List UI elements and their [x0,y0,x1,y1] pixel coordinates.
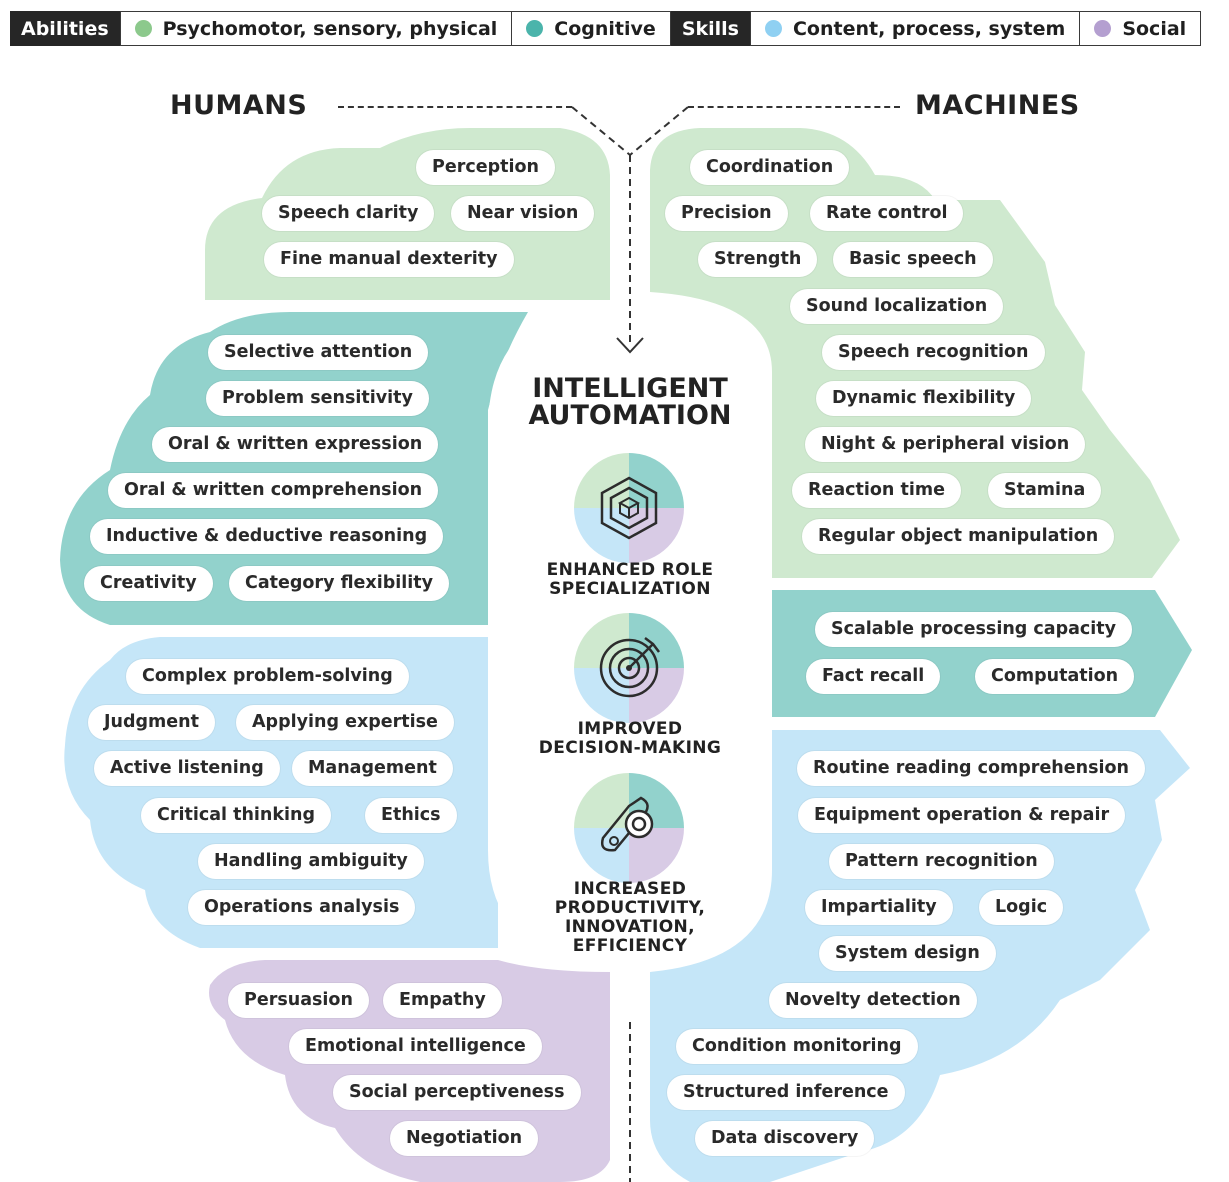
machine-content-pill: Equipment operation & repair [798,798,1126,833]
human-physical-pill: Near vision [451,196,595,231]
social-dot-icon [1094,20,1112,37]
legend-skills-label: Skills [670,11,750,46]
legend-content: Content, process, system [749,11,1081,46]
legend-content-label: Content, process, system [792,17,1066,40]
machine-content-pill: Condition monitoring [676,1029,918,1064]
machine-physical-pill: Coordination [690,150,850,185]
benefit-specialization: ENHANCED ROLE SPECIALIZATION [496,561,764,599]
benefit-decision-making: IMPROVED DECISION-MAKING [496,720,764,758]
machine-content-pill: Data discovery [695,1121,875,1156]
human-content-pill: Critical thinking [141,798,332,833]
human-physical-pill: Perception [416,150,555,185]
physical-dot-icon [134,20,152,37]
human-cognitive-pill: Inductive & deductive reasoning [90,519,444,554]
target-icon [574,613,684,723]
machine-physical-pill: Precision [665,196,788,231]
machine-physical-pill: Night & peripheral vision [805,427,1086,462]
machine-physical-pill: Stamina [988,473,1102,508]
human-physical-pill: Speech clarity [262,196,435,231]
benefit-productivity: INCREASED PRODUCTIVITY, INNOVATION, EFFI… [496,880,764,956]
machine-cognitive-pill: Scalable processing capacity [815,612,1133,647]
human-content-pill: Handling ambiguity [198,844,424,879]
human-social-pill: Social perceptiveness [333,1075,581,1110]
machine-content-pill: System design [819,936,996,971]
human-cognitive-pill: Oral & written expression [152,427,439,462]
machines-header: MACHINES [915,90,1080,121]
humans-header: HUMANS [170,90,308,121]
machine-physical-pill: Regular object manipulation [802,519,1115,554]
legend-social: Social [1080,11,1202,46]
benefit-line: SPECIALIZATION [549,579,711,599]
human-cognitive-pill: Creativity [84,566,213,601]
machines-connector [629,106,689,156]
machine-cognitive-pill: Computation [975,659,1135,694]
human-content-pill: Management [292,751,453,786]
benefit-line: INNOVATION, [564,917,696,937]
center-title-line2: AUTOMATION [528,400,732,431]
human-social-pill: Emotional intelligence [289,1029,542,1064]
benefit-line: DECISION-MAKING [538,738,722,758]
humans-dash [338,106,572,108]
machine-cognitive-region [772,590,1192,717]
human-social-pill: Persuasion [228,983,369,1018]
legend-physical: Psychomotor, sensory, physical [119,11,513,46]
legend-bar: Abilities Psychomotor, sensory, physical… [10,11,1229,48]
machine-content-pill: Structured inference [667,1075,905,1110]
human-content-pill: Active listening [94,751,280,786]
machine-physical-pill: Sound localization [790,289,1004,324]
machine-physical-pill: Rate control [810,196,964,231]
machines-dash [688,106,900,108]
machine-physical-pill: Strength [698,242,818,277]
down-arrow-icon [616,337,644,354]
machine-content-pill: Impartiality [805,890,953,925]
center-title: INTELLIGENT AUTOMATION [496,375,764,429]
center-title-line1: INTELLIGENT [532,373,728,404]
benefit-line: EFFICIENCY [572,936,688,956]
machine-physical-pill: Basic speech [833,242,993,277]
benefit-line: INCREASED [573,879,687,899]
legend-cognitive-label: Cognitive [554,17,656,40]
cube-icon [574,453,684,563]
benefit-line: PRODUCTIVITY, [554,898,706,918]
human-content-pill: Applying expertise [236,705,454,740]
benefit-line: IMPROVED [577,719,683,739]
human-content-pill: Judgment [88,705,215,740]
benefit-line: ENHANCED ROLE [546,560,714,580]
legend-abilities-label: Abilities [10,11,120,46]
machine-physical-pill: Reaction time [792,473,961,508]
legend-physical-label: Psychomotor, sensory, physical [162,17,498,40]
cognitive-dot-icon [526,20,544,37]
legend-cognitive: Cognitive [512,11,671,46]
human-cognitive-pill: Category flexibility [229,566,449,601]
machine-physical-pill: Speech recognition [822,335,1045,370]
machine-cognitive-pill: Fact recall [806,659,941,694]
legend-social-label: Social [1122,17,1187,40]
machine-content-pill: Logic [979,890,1064,925]
human-content-pill: Complex problem-solving [126,659,409,694]
machine-content-pill: Novelty detection [769,983,977,1018]
human-content-pill: Operations analysis [188,890,416,925]
gear-icon [574,773,684,883]
human-physical-pill: Fine manual dexterity [264,242,514,277]
machine-content-pill: Routine reading comprehension [797,751,1145,786]
human-social-pill: Negotiation [390,1121,539,1156]
human-cognitive-pill: Oral & written comprehension [108,473,439,508]
human-cognitive-pill: Selective attention [208,335,429,370]
human-social-pill: Empathy [383,983,502,1018]
machine-physical-pill: Dynamic flexibility [816,381,1032,416]
humans-connector [571,106,631,156]
content-dot-icon [764,20,782,37]
machine-content-pill: Pattern recognition [829,844,1054,879]
human-cognitive-pill: Problem sensitivity [206,381,429,416]
human-content-pill: Ethics [365,798,457,833]
